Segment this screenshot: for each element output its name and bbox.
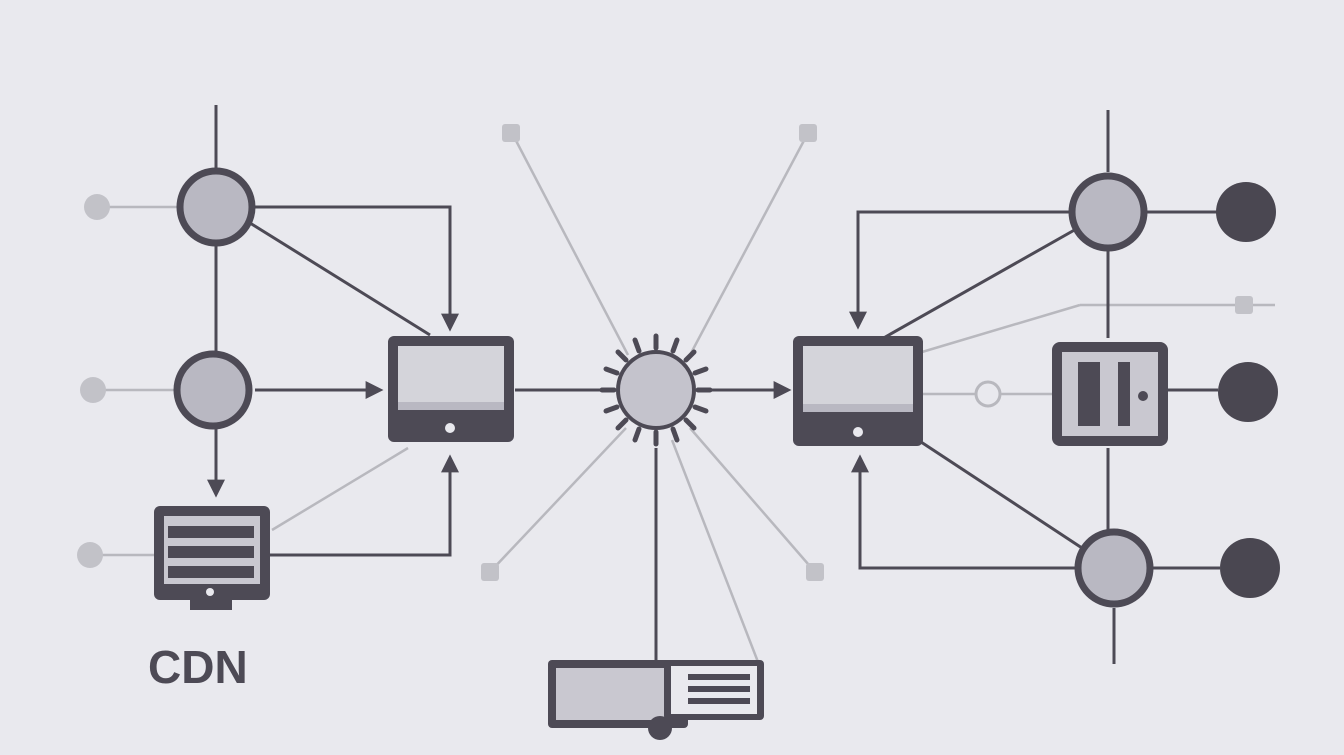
hub-links [654,381,792,660]
monitor-icon [793,336,923,446]
router-node-icon [173,350,253,430]
hub-spoke-lines [271,132,1275,663]
cdn-label: CDN [148,641,248,693]
right-cluster [793,110,1280,664]
spoke-line [688,132,810,356]
endpoint-ring-icon [974,380,1002,408]
endpoint-dot-icon [1218,362,1278,422]
spoke-line [921,303,1081,354]
endpoint-dot-icon [77,542,103,568]
endpoint-dot-icon [1216,182,1276,242]
endpoint-dot-icon [80,377,106,403]
endpoint-square-icon [1235,296,1253,314]
endpoint-dot-icon [84,194,110,220]
load-balancer-icon [548,660,764,740]
endpoint-square-icon [799,124,817,142]
storage-device-icon [1052,342,1168,446]
spoke-line [271,446,409,532]
endpoint-square-icon [502,124,520,142]
spoke-line [489,427,627,573]
router-node-icon [176,167,256,247]
spoke-line [510,132,630,356]
left-cluster [77,105,605,610]
endpoint-square-icon [806,563,824,581]
endpoint-square-icon [481,563,499,581]
router-node-icon [1074,528,1154,608]
light-endpoints [481,124,1253,581]
spoke-line [689,427,816,573]
endpoint-dot-icon [1220,538,1280,598]
router-node-icon [1068,172,1148,252]
spoke-line [670,439,760,663]
server-icon [154,506,270,610]
monitor-icon [388,336,514,442]
hub-sun-icon [599,333,713,447]
